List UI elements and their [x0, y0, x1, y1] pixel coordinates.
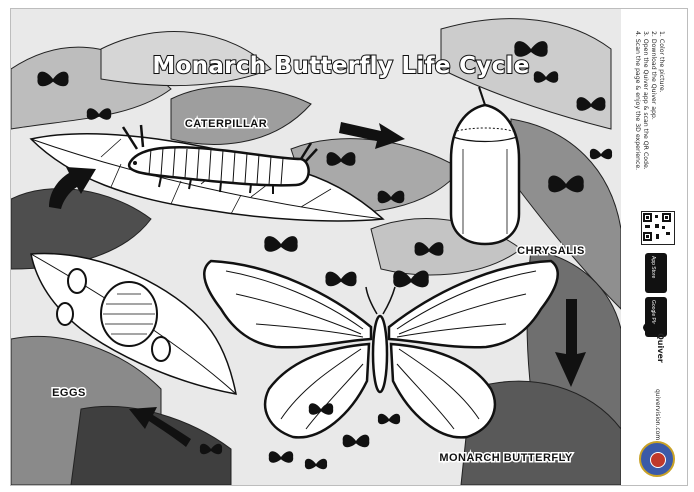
website-url: quivervision.com	[654, 389, 661, 440]
instruction-step: 3. Open the Quiver app & scan the QR Cod…	[641, 31, 649, 170]
coloring-page: Monarch Butterfly Life Cycle CATERPILLAR…	[10, 8, 688, 486]
app-instructions-sidebar: 1. Color the picture. 2. Download the Qu…	[631, 21, 683, 481]
life-cycle-illustration: Monarch Butterfly Life Cycle CATERPILLAR…	[11, 9, 621, 485]
org-seal-icon	[639, 441, 675, 477]
app-store-button[interactable]: App Store	[645, 253, 667, 293]
qr-code-icon	[641, 211, 675, 245]
chrysalis-label: CHRYSALIS	[517, 245, 585, 257]
app-store-label: App Store	[650, 256, 656, 278]
brand-name: Quiver	[656, 333, 665, 363]
eggs-label: EGGS	[52, 387, 86, 399]
monarch-butterfly-label: MONARCH BUTTERFLY	[439, 452, 573, 464]
instruction-steps: 1. Color the picture. 2. Download the Qu…	[633, 31, 665, 170]
instruction-step: 2. Download the Quiver app.	[649, 31, 657, 170]
instruction-step: 1. Color the picture.	[657, 31, 665, 170]
caterpillar-label: CATERPILLAR	[185, 118, 267, 130]
page-title: Monarch Butterfly Life Cycle	[152, 53, 529, 79]
instruction-step: 4. Scan the page & enjoy the 3D experien…	[633, 31, 641, 170]
